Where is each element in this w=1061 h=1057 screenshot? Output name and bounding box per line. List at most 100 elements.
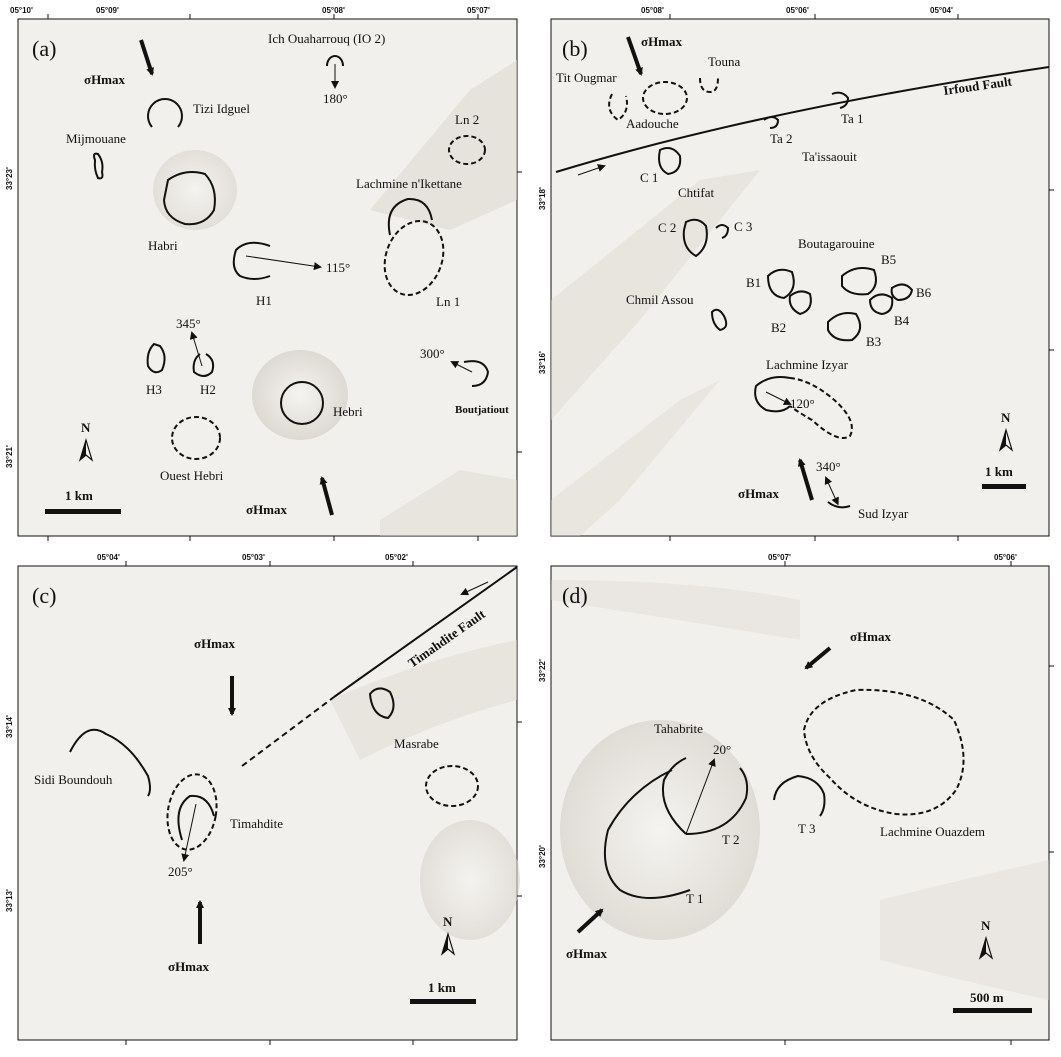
crater-sud-izyar [827, 501, 851, 509]
crater-sidi-boundouh [69, 728, 151, 797]
label-h1: H1 [256, 293, 272, 308]
scale-bar [45, 509, 121, 514]
label-b1: B1 [746, 275, 761, 290]
angle-label: 115° [326, 260, 350, 275]
angle-label: 20° [713, 742, 731, 757]
angle-label: 300° [420, 346, 445, 361]
panel-label: (a) [32, 36, 56, 61]
label-c2: C 2 [658, 220, 676, 235]
label-ln1: Ln 1 [436, 294, 460, 309]
stress-label: σHmax [850, 629, 892, 644]
crater-c1 [658, 147, 682, 176]
crater-t2-inner [662, 757, 687, 835]
label-b5: B5 [881, 252, 896, 267]
crater-ta1 [831, 91, 850, 109]
label-ln2: Ln 2 [455, 112, 479, 127]
crater-ln1 [383, 220, 445, 296]
lat-tick: 33°23' [5, 167, 14, 190]
north-label: N [443, 914, 453, 929]
angle-label: 205° [168, 864, 193, 879]
north-label: N [81, 420, 91, 435]
label-hebri: Hebri [333, 404, 363, 419]
stress-arrow-icon [139, 39, 154, 76]
lon-tick: 05°10' [10, 6, 33, 15]
label-b4: B4 [894, 313, 910, 328]
label-mijmouane: Mijmouane [66, 131, 126, 146]
crater-touna [699, 77, 719, 94]
stress-arrow-icon [576, 908, 604, 934]
panel-c: (c) 05°04' 05°03' 05°02' 33°14' 33°13' T… [5, 553, 520, 1041]
label-b2: B2 [771, 320, 786, 335]
label-lachmine-izyar: Lachmine Izyar [766, 357, 849, 372]
crater-tit-ougmar [608, 93, 628, 122]
crater-h1 [232, 241, 271, 280]
crater-lachmine [387, 197, 433, 236]
scale-bar [410, 999, 476, 1004]
scale-label: 500 m [970, 990, 1004, 1005]
label-tit-ougmar: Tit Ougmar [556, 70, 617, 85]
label-chtifat: Chtifat [678, 185, 714, 200]
lat-tick: 33°18' [538, 187, 547, 210]
crater-t1 [603, 769, 691, 899]
crater-habri [162, 171, 216, 226]
crater-boutjatiout [463, 360, 490, 387]
label-b6: B6 [916, 285, 932, 300]
lon-tick: 05°03' [242, 553, 265, 562]
crater-chmil [710, 308, 728, 332]
label-ta1: Ta 1 [841, 111, 864, 126]
lon-tick: 05°04' [97, 553, 120, 562]
crater-h2 [192, 353, 215, 377]
crater-lachmine-ouazdem [802, 688, 965, 816]
label-timahdite: Timahdite [230, 816, 283, 831]
crater-io2 [326, 55, 344, 67]
label-c3: C 3 [734, 219, 752, 234]
label-aadouche: Aadouche [626, 116, 679, 131]
scale-label: 1 km [65, 488, 93, 503]
label-boutjatiout: Boutjatiout [455, 404, 509, 416]
scale-label: 1 km [428, 980, 456, 995]
irfoud-fault [555, 66, 1050, 173]
label-t2: T 2 [722, 832, 739, 847]
crater-izyar-extent [789, 377, 853, 439]
crater-ouest-hebri [171, 416, 221, 460]
lat-tick: 33°14' [5, 715, 14, 738]
label-ouest-hebri: Ouest Hebri [160, 468, 224, 483]
angle-label: 180° [323, 91, 348, 106]
crater-b4 [868, 293, 894, 316]
stress-label: σHmax [84, 72, 126, 87]
panel-label: (c) [32, 583, 56, 608]
timahdite-fault [333, 566, 518, 698]
stress-label: σHmax [194, 636, 236, 651]
panel-label: (b) [562, 36, 588, 61]
label-lachmine-ouazdem: Lachmine Ouazdem [880, 824, 985, 839]
stress-arrow-icon [626, 36, 643, 76]
lon-tick: 05°09' [96, 6, 119, 15]
crater-h3 [146, 342, 166, 374]
crater-t2 [685, 767, 749, 835]
label-h2: H2 [200, 382, 216, 397]
label-masrabe: Masrabe [394, 736, 439, 751]
stress-label: σHmax [168, 959, 210, 974]
crater-c3 [715, 224, 730, 239]
label-t1: T 1 [686, 891, 703, 906]
crater-timahdite [177, 794, 215, 841]
panel-a: (a) 05°10' 05°09' 05°08' 05°07' 33°23' 3… [5, 6, 518, 537]
label-boutagarouine: Boutagarouine [798, 236, 875, 251]
stress-label: σHmax [566, 946, 608, 961]
label-ich-ouaharrouq: Ich Ouaharrouq (IO 2) [268, 31, 385, 46]
label-habri: Habri [148, 238, 178, 253]
crater-ta2 [763, 116, 780, 129]
lon-tick: 05°06' [786, 6, 809, 15]
lat-tick: 33°21' [5, 445, 14, 468]
label-b3: B3 [866, 334, 881, 349]
scale-label: 1 km [985, 464, 1013, 479]
lon-tick: 05°07' [768, 553, 791, 562]
label-touna: Touna [708, 54, 741, 69]
lon-tick: 05°02' [385, 553, 408, 562]
panel-label: (d) [562, 583, 588, 608]
panel-b: (b) 05°08' 05°06' 05°04' 33°18' 33°16' I… [538, 6, 1050, 537]
lon-tick: 05°04' [930, 6, 953, 15]
crater-aadouche [642, 81, 688, 115]
frame-ticks [47, 14, 1054, 1045]
